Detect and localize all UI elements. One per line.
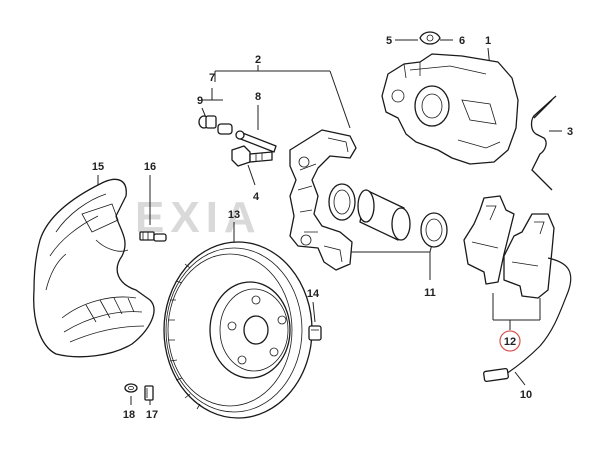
- callout-16: 16: [144, 161, 156, 173]
- brake-pads-part: [463, 195, 572, 383]
- callout-18: 18: [123, 409, 135, 421]
- callout-7: 7: [209, 72, 215, 84]
- guide-pin-8-part: [235, 130, 277, 153]
- dust-shield-part: [33, 178, 155, 358]
- piston-kit-part: [328, 183, 448, 248]
- brake-rotor-part: [163, 241, 313, 419]
- callout-6: 6: [459, 35, 465, 47]
- callout-12: 12: [504, 336, 516, 348]
- callout-11: 11: [424, 287, 436, 299]
- callout-13: 13: [228, 209, 240, 221]
- bolt-4-part: [231, 145, 273, 167]
- sleeve-7-part: [217, 123, 233, 135]
- callout-4: 4: [253, 191, 260, 203]
- leader-lines: [97, 39, 562, 405]
- stud-14-part: [308, 325, 322, 341]
- callout-14: 14: [307, 288, 320, 300]
- callout-1: 1: [485, 35, 491, 47]
- callout-17: 17: [146, 409, 158, 421]
- caliper-carrier-part: [289, 129, 357, 271]
- clip-5-6-part: [419, 31, 441, 45]
- callout-labels: 1 2 3 4 5 6 7 8 9 10 11 12 13 14 15 16 1…: [92, 35, 573, 421]
- callout-2: 2: [255, 54, 261, 66]
- sleeve-9-part: [198, 115, 217, 129]
- callout-9: 9: [197, 95, 203, 107]
- callout-8: 8: [255, 91, 261, 103]
- callout-5: 5: [386, 35, 392, 47]
- spring-clip-part: [530, 95, 557, 191]
- caliper-housing-part: [381, 53, 519, 165]
- bolt-17-part: [144, 385, 154, 401]
- washer-18-part: [124, 383, 138, 393]
- callout-3: 3: [567, 126, 573, 138]
- bolt-16-part: [139, 231, 167, 242]
- callout-10: 10: [520, 389, 532, 401]
- callout-15: 15: [92, 161, 104, 173]
- callout-12-highlight-circle: [499, 330, 521, 352]
